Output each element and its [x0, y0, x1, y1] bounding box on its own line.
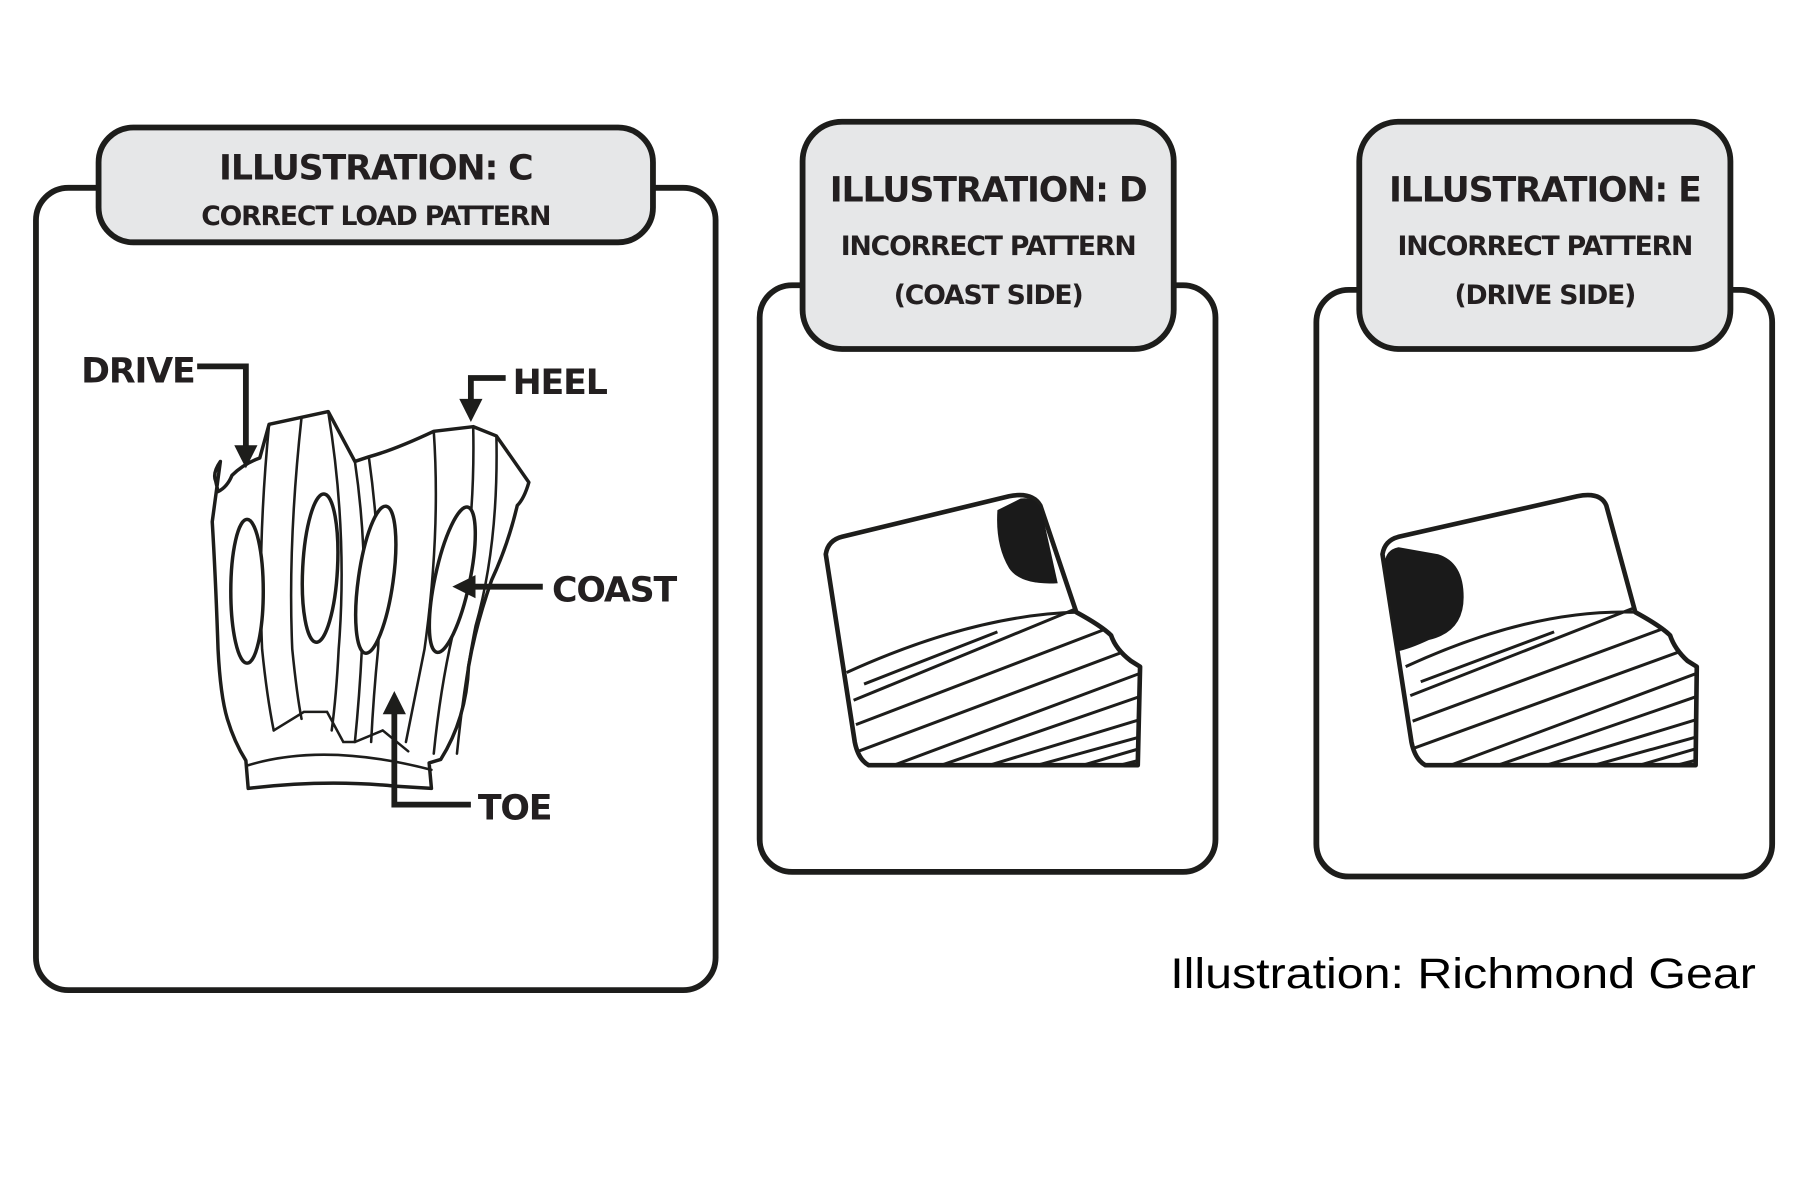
panel-c-title: ILLUSTRATION: C: [219, 149, 532, 189]
contact-pattern-3: [353, 504, 398, 655]
callout-toe: TOE: [382, 691, 553, 829]
panel-c: ILLUSTRATION: C CORRECT LOAD PATTERN: [33, 124, 719, 994]
callout-drive-label: DRIVE: [81, 352, 194, 392]
contact-pattern-1: [229, 517, 266, 665]
callout-heel-label: HEEL: [513, 363, 608, 403]
panel-d-label-pill: [799, 118, 1177, 352]
panel-e-title: ILLUSTRATION: E: [1389, 171, 1701, 211]
gear-tooth-coast-side-illustration: [823, 492, 1143, 768]
panel-d-subtitle-line-2: (COAST SIDE): [894, 280, 1083, 311]
panel-e: ILLUSTRATION: E INCORRECT PATTERN (DRIVE…: [1313, 118, 1776, 880]
panel-c-subtitle: CORRECT LOAD PATTERN: [201, 201, 550, 232]
callout-drive: DRIVE: [81, 352, 258, 469]
panel-d: ILLUSTRATION: D INCORRECT PATTERN (COAST…: [756, 118, 1219, 875]
contact-pattern-coast: [997, 498, 1058, 584]
contact-pattern-drive: [1384, 547, 1464, 652]
image-credit: Illustration: Richmond Gear: [1170, 950, 1756, 998]
panel-e-subtitle-line-1: INCORRECT PATTERN: [1397, 231, 1692, 262]
callout-toe-label: TOE: [478, 789, 552, 829]
panel-d-subtitle-line-1: INCORRECT PATTERN: [841, 231, 1136, 262]
callout-coast: COAST: [452, 571, 679, 611]
panel-d-title: ILLUSTRATION: D: [830, 171, 1147, 211]
panel-e-label-pill: [1356, 118, 1734, 352]
arrow-up-icon: [382, 691, 406, 715]
panel-c-label-pill: [95, 124, 656, 246]
panel-e-subtitle-line-2: (DRIVE SIDE): [1455, 280, 1636, 311]
arrow-left-icon: [452, 575, 476, 599]
callout-coast-label: COAST: [552, 571, 677, 611]
arrow-down-icon: [234, 445, 258, 469]
gear-tooth-drive-side-illustration: [1380, 492, 1700, 768]
arrow-down-icon: [459, 398, 483, 423]
callout-heel: HEEL: [459, 363, 609, 423]
ring-gear-segment-illustration: [210, 409, 531, 791]
contact-pattern-2: [300, 492, 340, 644]
